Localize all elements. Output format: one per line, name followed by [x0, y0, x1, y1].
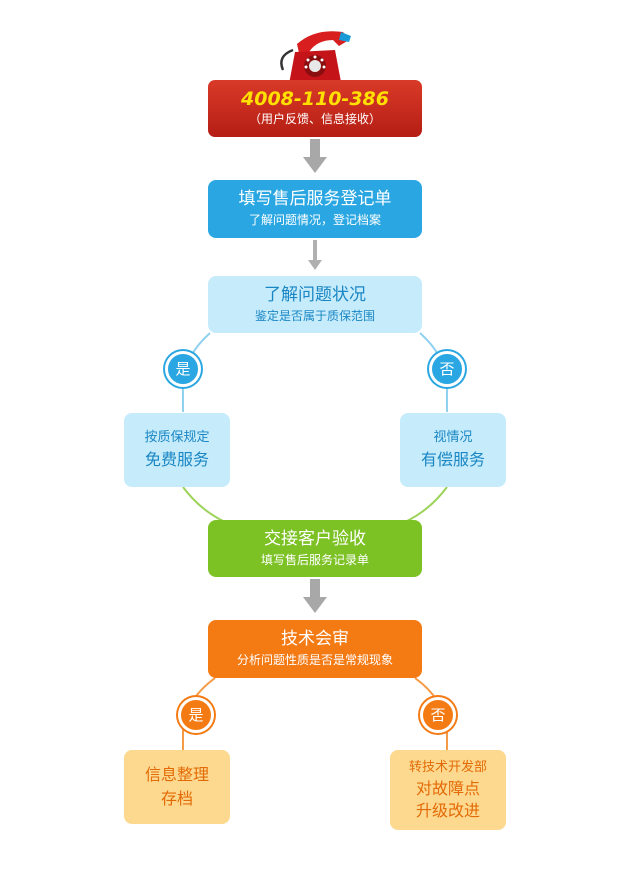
paid-service-line1: 视情况: [433, 430, 473, 445]
transfer-box: 转技术开发部 对故障点 升级改进: [390, 750, 506, 830]
arrow-down-icon: [303, 579, 327, 619]
hotline-subtitle: （用户反馈、信息接收）: [248, 112, 381, 126]
review-step-box: 技术会审 分析问题性质是否是常规现象: [208, 620, 422, 678]
hotline-phone: 4008-110-386: [241, 88, 389, 110]
free-service-line2: 免费服务: [144, 450, 209, 469]
handover-step-title: 交接客户验收: [264, 529, 366, 549]
yes-badge: 是: [165, 351, 201, 387]
register-step-title: 填写售后服务登记单: [238, 189, 392, 209]
free-service-box: 按质保规定 免费服务: [124, 413, 230, 487]
arrow-down-icon: [303, 240, 327, 276]
archive-line2: 存档: [160, 789, 193, 808]
transfer-line3: 升级改进: [415, 801, 480, 820]
paid-service-box: 视情况 有偿服务: [400, 413, 506, 487]
understand-step-subtitle: 鉴定是否属于质保范围: [254, 309, 375, 323]
review-step-title: 技术会审: [281, 629, 349, 649]
handover-step-subtitle: 填写售后服务记录单: [260, 553, 369, 567]
no-badge: 否: [420, 697, 456, 733]
arrow-down-icon: [303, 139, 327, 179]
no-badge: 否: [429, 351, 465, 387]
transfer-line2: 对故障点: [415, 779, 480, 798]
telephone-icon: [275, 26, 355, 88]
archive-box: 信息整理 存档: [124, 750, 230, 824]
review-step-subtitle: 分析问题性质是否是常规现象: [236, 653, 393, 667]
understand-step-box: 了解问题状况 鉴定是否属于质保范围: [208, 276, 422, 333]
paid-service-line2: 有偿服务: [420, 450, 485, 469]
free-service-line1: 按质保规定: [144, 430, 210, 445]
yes-badge: 是: [178, 697, 214, 733]
handover-step-box: 交接客户验收 填写售后服务记录单: [208, 520, 422, 577]
register-step-subtitle: 了解问题情况，登记档案: [248, 213, 381, 227]
archive-line1: 信息整理: [144, 765, 209, 784]
transfer-line1: 转技术开发部: [408, 760, 487, 775]
register-step-box: 填写售后服务登记单 了解问题情况，登记档案: [208, 180, 422, 238]
hotline-box: 4008-110-386 （用户反馈、信息接收）: [208, 80, 422, 137]
understand-step-title: 了解问题状况: [264, 285, 366, 305]
